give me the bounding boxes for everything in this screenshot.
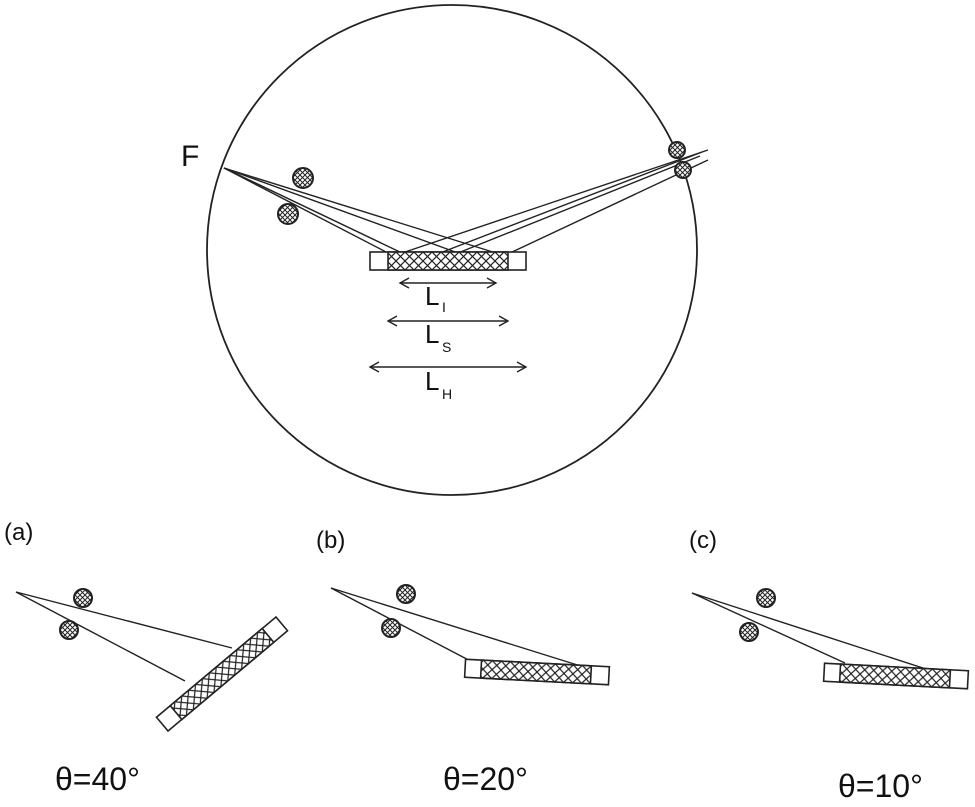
panel-b: (b) θ=20° [316,527,611,797]
focus-label: F [181,140,199,173]
panel-a-angle: θ=40° [55,761,140,797]
detector-slit-lower [674,161,692,179]
source-slit-lower [277,203,299,225]
panel-b-slit-upper [396,584,416,604]
length-label-holder: L H [425,366,452,402]
panel-c-slit-lower [739,622,759,642]
panel-c-tag: (c) [689,527,717,554]
source-slit-upper [292,167,314,189]
svg-text:I: I [442,299,446,315]
panel-b-rays [330,587,588,669]
sample-length-arrow [386,315,510,327]
panel-c-slit-upper [756,588,776,608]
irradiated-length-arrow [398,277,498,289]
svg-text:S: S [442,339,451,355]
holder-length-arrow [368,361,528,373]
diffracted-rays [401,149,709,254]
panel-a: (a) θ=40° [4,519,289,797]
length-label-sample: L S [425,319,451,355]
panel-a-sample [155,615,289,733]
panel-c-rays [691,592,967,683]
svg-text:L: L [425,366,439,396]
svg-text:L: L [425,281,439,311]
incident-rays [223,167,497,254]
svg-text:L: L [425,319,439,349]
length-arrows [368,277,528,373]
panel-c: (c) θ=10° [689,527,970,804]
panel-b-sample [463,658,611,686]
panel-b-angle: θ=20° [443,761,528,797]
panel-c-sample [822,662,970,690]
length-label-irradiated: L I [425,281,446,315]
panel-a-rays [15,591,233,682]
detector-slit-upper [668,141,686,159]
panel-b-tag: (b) [316,527,345,554]
panel-a-slit-upper [73,588,93,608]
panel-a-slit-lower [59,620,79,640]
panel-a-tag: (a) [4,519,33,546]
panel-b-slit-lower [381,618,401,638]
svg-text:H: H [442,386,452,402]
focusing-circle-diagram: F L I L S L H [181,4,709,496]
focusing-circle [206,4,698,496]
panel-c-angle: θ=10° [838,768,923,804]
sample-specimen [387,251,509,271]
